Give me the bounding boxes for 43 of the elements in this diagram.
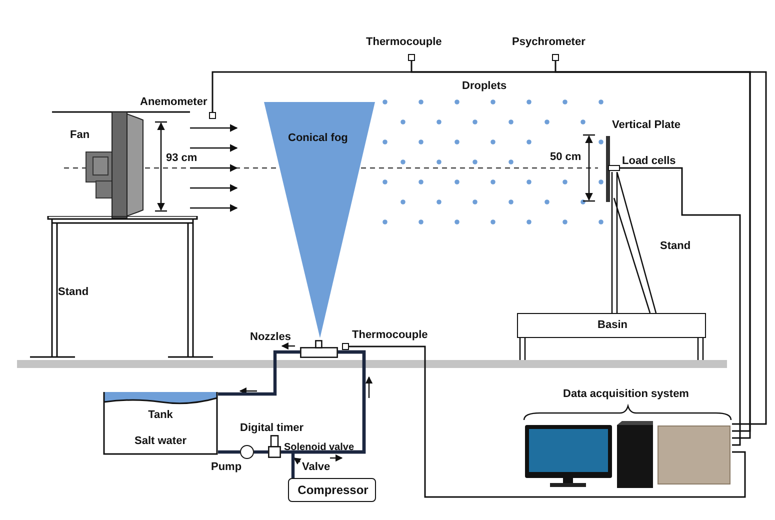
- wire: [212, 71, 767, 425]
- part-label: Thermocouple: [352, 329, 428, 342]
- part-label: Valve: [302, 461, 330, 474]
- node-label: Data acquisition system: [562, 388, 690, 401]
- node-label: Compressor: [296, 484, 370, 497]
- part-label: Load cells: [622, 155, 676, 168]
- node-label: Stand: [58, 286, 89, 299]
- dimension-label: 50 cm: [550, 151, 582, 164]
- pump-icon: [240, 445, 254, 459]
- node-label: Tank: [147, 409, 174, 422]
- pipe: [218, 450, 240, 454]
- node-label: Conical fog: [288, 132, 348, 145]
- part-label: Thermocouple: [366, 36, 442, 49]
- tank: [103, 392, 218, 455]
- node-label: Basin: [596, 319, 628, 332]
- pipe: [254, 450, 268, 454]
- part-label: Pump: [211, 461, 242, 474]
- basin-box: [517, 313, 706, 338]
- sensor-box: [608, 165, 620, 171]
- dimension-label: 93 cm: [166, 152, 198, 165]
- solenoid-valve-icon: [268, 435, 281, 458]
- wire: [554, 61, 751, 439]
- part-label: Droplets: [462, 80, 507, 93]
- part-label: Vertical Plate: [612, 119, 680, 132]
- compressor-box: [288, 478, 376, 502]
- wire: [410, 61, 751, 432]
- part-label: Nozzles: [250, 331, 291, 344]
- part-label: Digital timer: [240, 422, 304, 435]
- nozzle-icon: [300, 340, 338, 358]
- part-label: Stand: [660, 240, 691, 253]
- wire: [349, 346, 746, 498]
- sensor-box: [342, 343, 349, 350]
- pipe: [218, 350, 300, 396]
- wire: [620, 167, 741, 446]
- sensor-box: [209, 112, 216, 119]
- sensor-box: [408, 54, 415, 61]
- part-label: Psychrometer: [512, 36, 586, 49]
- part-label: Anemometer: [140, 96, 208, 109]
- node-label: Salt water: [134, 435, 188, 448]
- sensor-box: [552, 54, 559, 61]
- pipe: [291, 350, 366, 478]
- part-label: Fan: [70, 129, 90, 142]
- part-label: Solenoid valve: [284, 441, 354, 454]
